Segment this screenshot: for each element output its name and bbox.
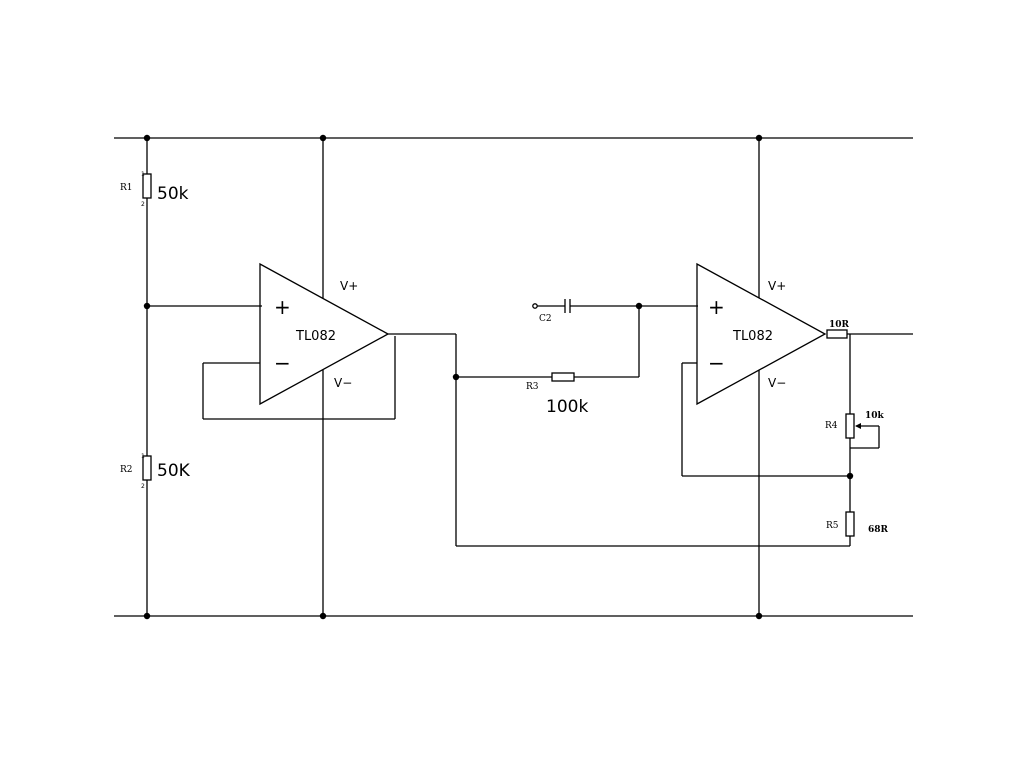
r1-value: 50k xyxy=(157,184,189,204)
resistor-r2 xyxy=(142,455,152,481)
divider-wires xyxy=(146,138,262,616)
opamp-right-model: TL082 xyxy=(732,329,773,344)
opamp-left-feedback-wires xyxy=(202,336,396,420)
junction-dots xyxy=(143,134,854,620)
r2-value: 50K xyxy=(157,461,191,481)
r-out-value: 10R xyxy=(829,320,850,330)
r4-ref: R4 xyxy=(825,421,838,431)
opamp-left-plus: + xyxy=(274,295,291,319)
opamp-left xyxy=(259,262,390,406)
r2-pin2: 2 xyxy=(141,483,145,490)
opamp-right-plus: + xyxy=(708,295,725,319)
r5-ref: R5 xyxy=(826,521,839,531)
r2-ref: R2 xyxy=(120,465,133,475)
opamp-right xyxy=(696,262,827,406)
opamp-left-vpos: V+ xyxy=(340,279,358,293)
r1-pin2: 2 xyxy=(141,201,145,208)
r5-value: 68R xyxy=(868,525,889,535)
capacitor-c2 xyxy=(537,299,698,313)
r2-pin1: 1 xyxy=(141,453,145,460)
resistor-r5 xyxy=(845,511,855,537)
r3-value: 100k xyxy=(546,397,588,417)
r4-value: 10k xyxy=(865,411,885,421)
opamp-left-output-wires xyxy=(388,333,552,546)
opamp-left-vneg: V− xyxy=(334,376,352,390)
opamp-left-model: TL082 xyxy=(295,329,336,344)
r1-pin1: 1 xyxy=(141,171,145,178)
opamp-right-vneg: V− xyxy=(768,376,786,390)
resistor-10r xyxy=(826,329,848,339)
opamp-right-vpos: V+ xyxy=(768,279,786,293)
c2-input-terminal xyxy=(532,303,538,309)
opamp-left-minus: − xyxy=(274,351,291,375)
c2-ref: C2 xyxy=(539,314,552,324)
resistor-r1 xyxy=(142,173,152,199)
resistor-r3 xyxy=(551,372,575,382)
opamp-right-minus: − xyxy=(708,351,725,375)
output-column-wires xyxy=(456,334,851,547)
potentiometer-r4 xyxy=(845,413,880,449)
opamp-right-feedback-wires xyxy=(681,362,850,477)
r1-ref: R1 xyxy=(120,183,133,193)
r3-ref: R3 xyxy=(526,382,539,392)
